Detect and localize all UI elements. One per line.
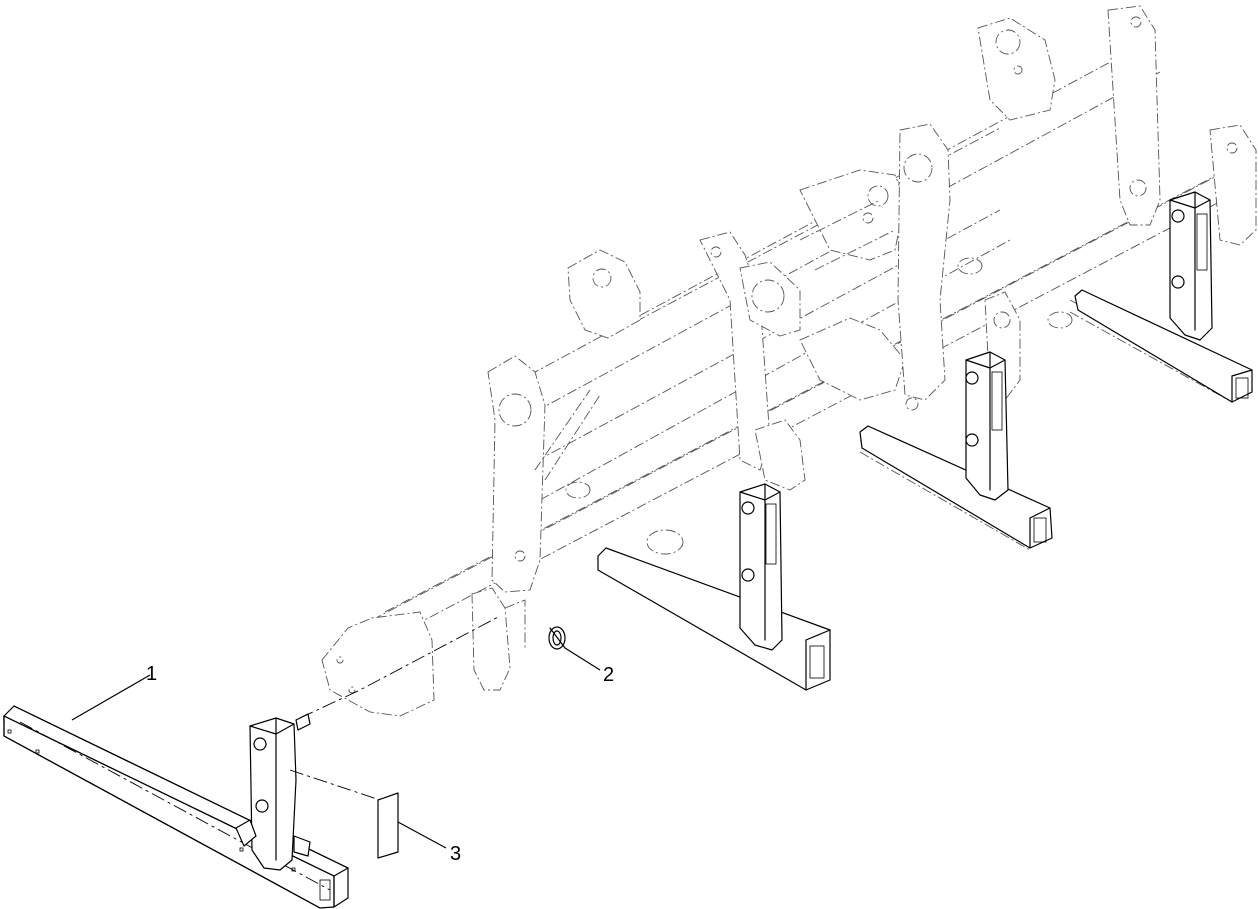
crossbar-tube-part-1 — [3, 705, 349, 909]
leader-line-2 — [564, 647, 601, 671]
shank-assembly-right — [1074, 191, 1253, 403]
decal-part-3 — [377, 792, 399, 859]
shank-assembly-center — [597, 483, 831, 691]
callout-label-3: 3 — [450, 843, 461, 865]
ghost-frame — [321, 5, 1257, 717]
callout-1: 1 — [71, 663, 157, 721]
shank-assembly-middle — [859, 351, 1053, 549]
callout-label-1: 1 — [146, 663, 157, 685]
callout-3: 3 — [397, 821, 461, 865]
foreground-shank — [235, 615, 501, 871]
callout-label-2: 2 — [603, 664, 614, 686]
hair-pin-clip-part-2 — [548, 626, 566, 650]
leader-line-3 — [397, 821, 447, 849]
callout-2: 2 — [564, 647, 614, 686]
leader-line-1 — [71, 674, 151, 721]
